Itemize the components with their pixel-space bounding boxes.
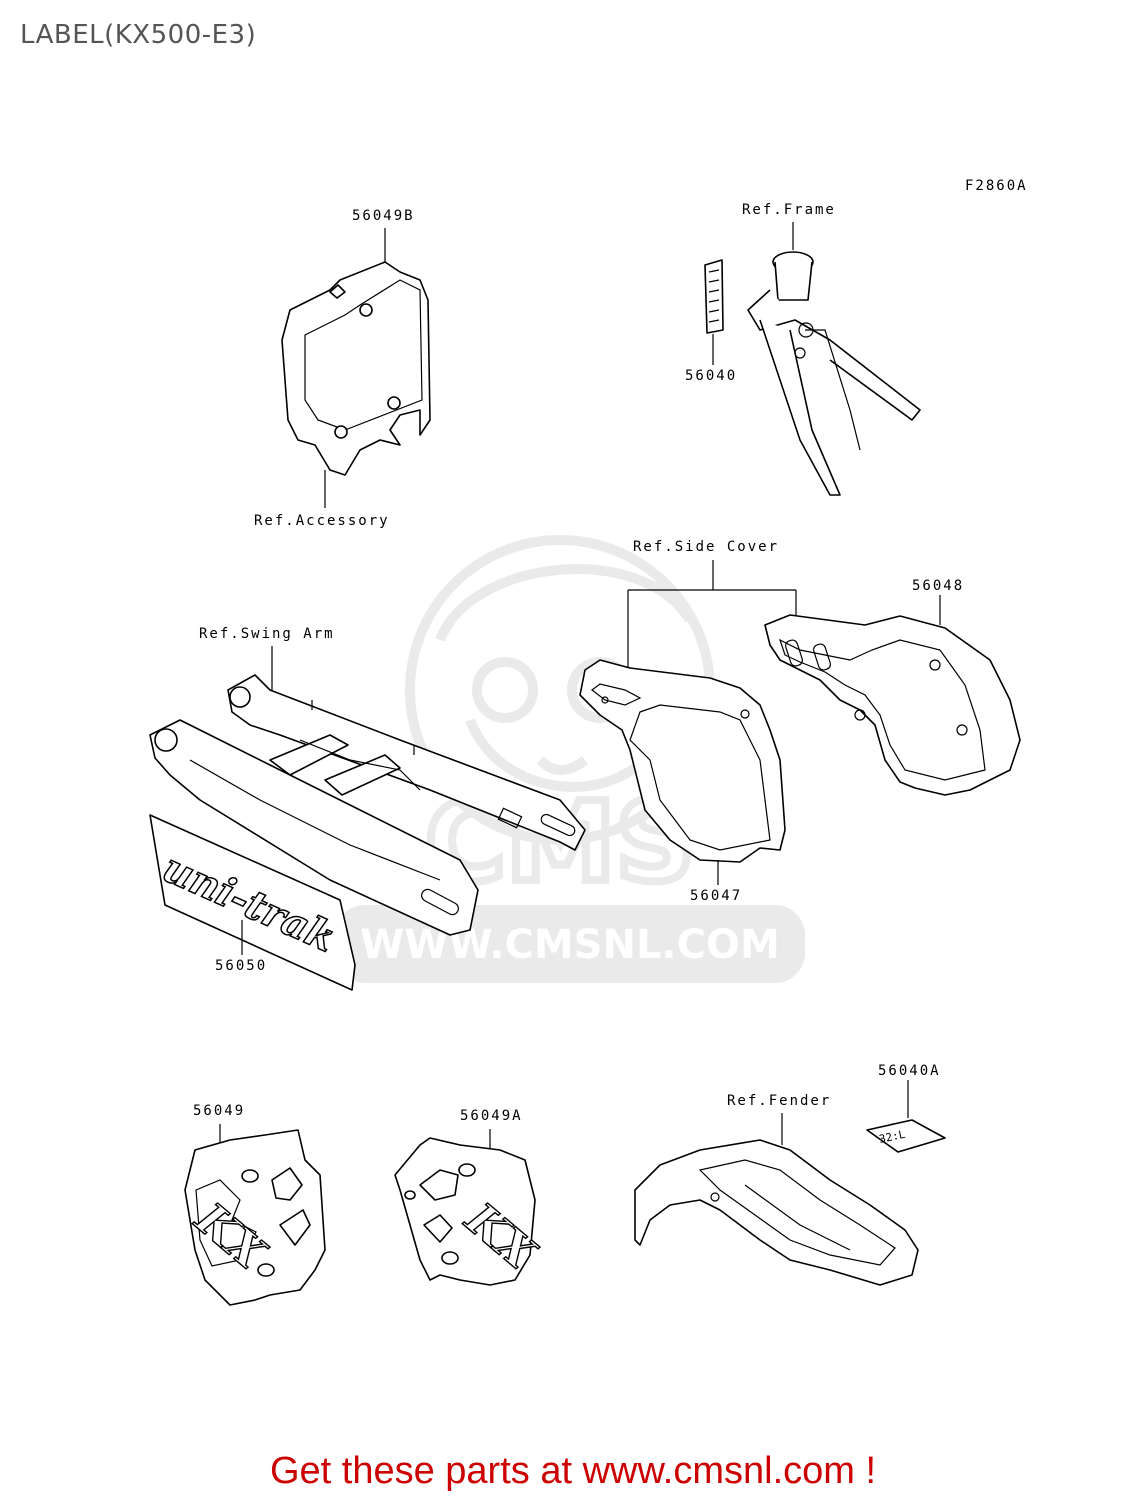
side-covers-56047-56048: Ref.Side Cover 56047 56048 [579,539,1021,904]
label-ref-swing-arm: Ref.Swing Arm [199,626,335,642]
label-56040A: 56040A [878,1063,941,1079]
fender-label-text: 32:L [878,1128,907,1146]
label-56047: 56047 [690,888,742,904]
label-56049B: 56049B [352,208,415,224]
number-plate-56049B: 56049B Ref.Accessory [254,208,431,529]
label-56049: 56049 [193,1103,245,1119]
label-56040: 56040 [685,368,737,384]
shroud-decal-56049: 56049 KX [184,1103,326,1306]
figure-code: F2860A [965,178,1028,194]
page-title: LABEL(KX500-E3) [20,20,257,50]
label-ref-fender: Ref.Fender [727,1093,831,1109]
label-56048: 56048 [912,578,964,594]
watermark-url: WWW.CMSNL.COM [360,922,780,968]
label-ref-side-cover: Ref.Side Cover [633,539,779,555]
label-56049A: 56049A [460,1108,523,1124]
fender-56040A: Ref.Fender 32:L 56040A [634,1063,946,1286]
label-ref-accessory: Ref.Accessory [254,513,390,529]
frame-56040: Ref.Frame 56040 [685,202,921,496]
label-ref-frame: Ref.Frame [742,202,836,218]
shroud-decal-56049A: 56049A KX [394,1108,546,1286]
label-56050: 56050 [215,958,267,974]
footer-cta[interactable]: Get these parts at www.cmsnl.com ! [269,1450,877,1492]
